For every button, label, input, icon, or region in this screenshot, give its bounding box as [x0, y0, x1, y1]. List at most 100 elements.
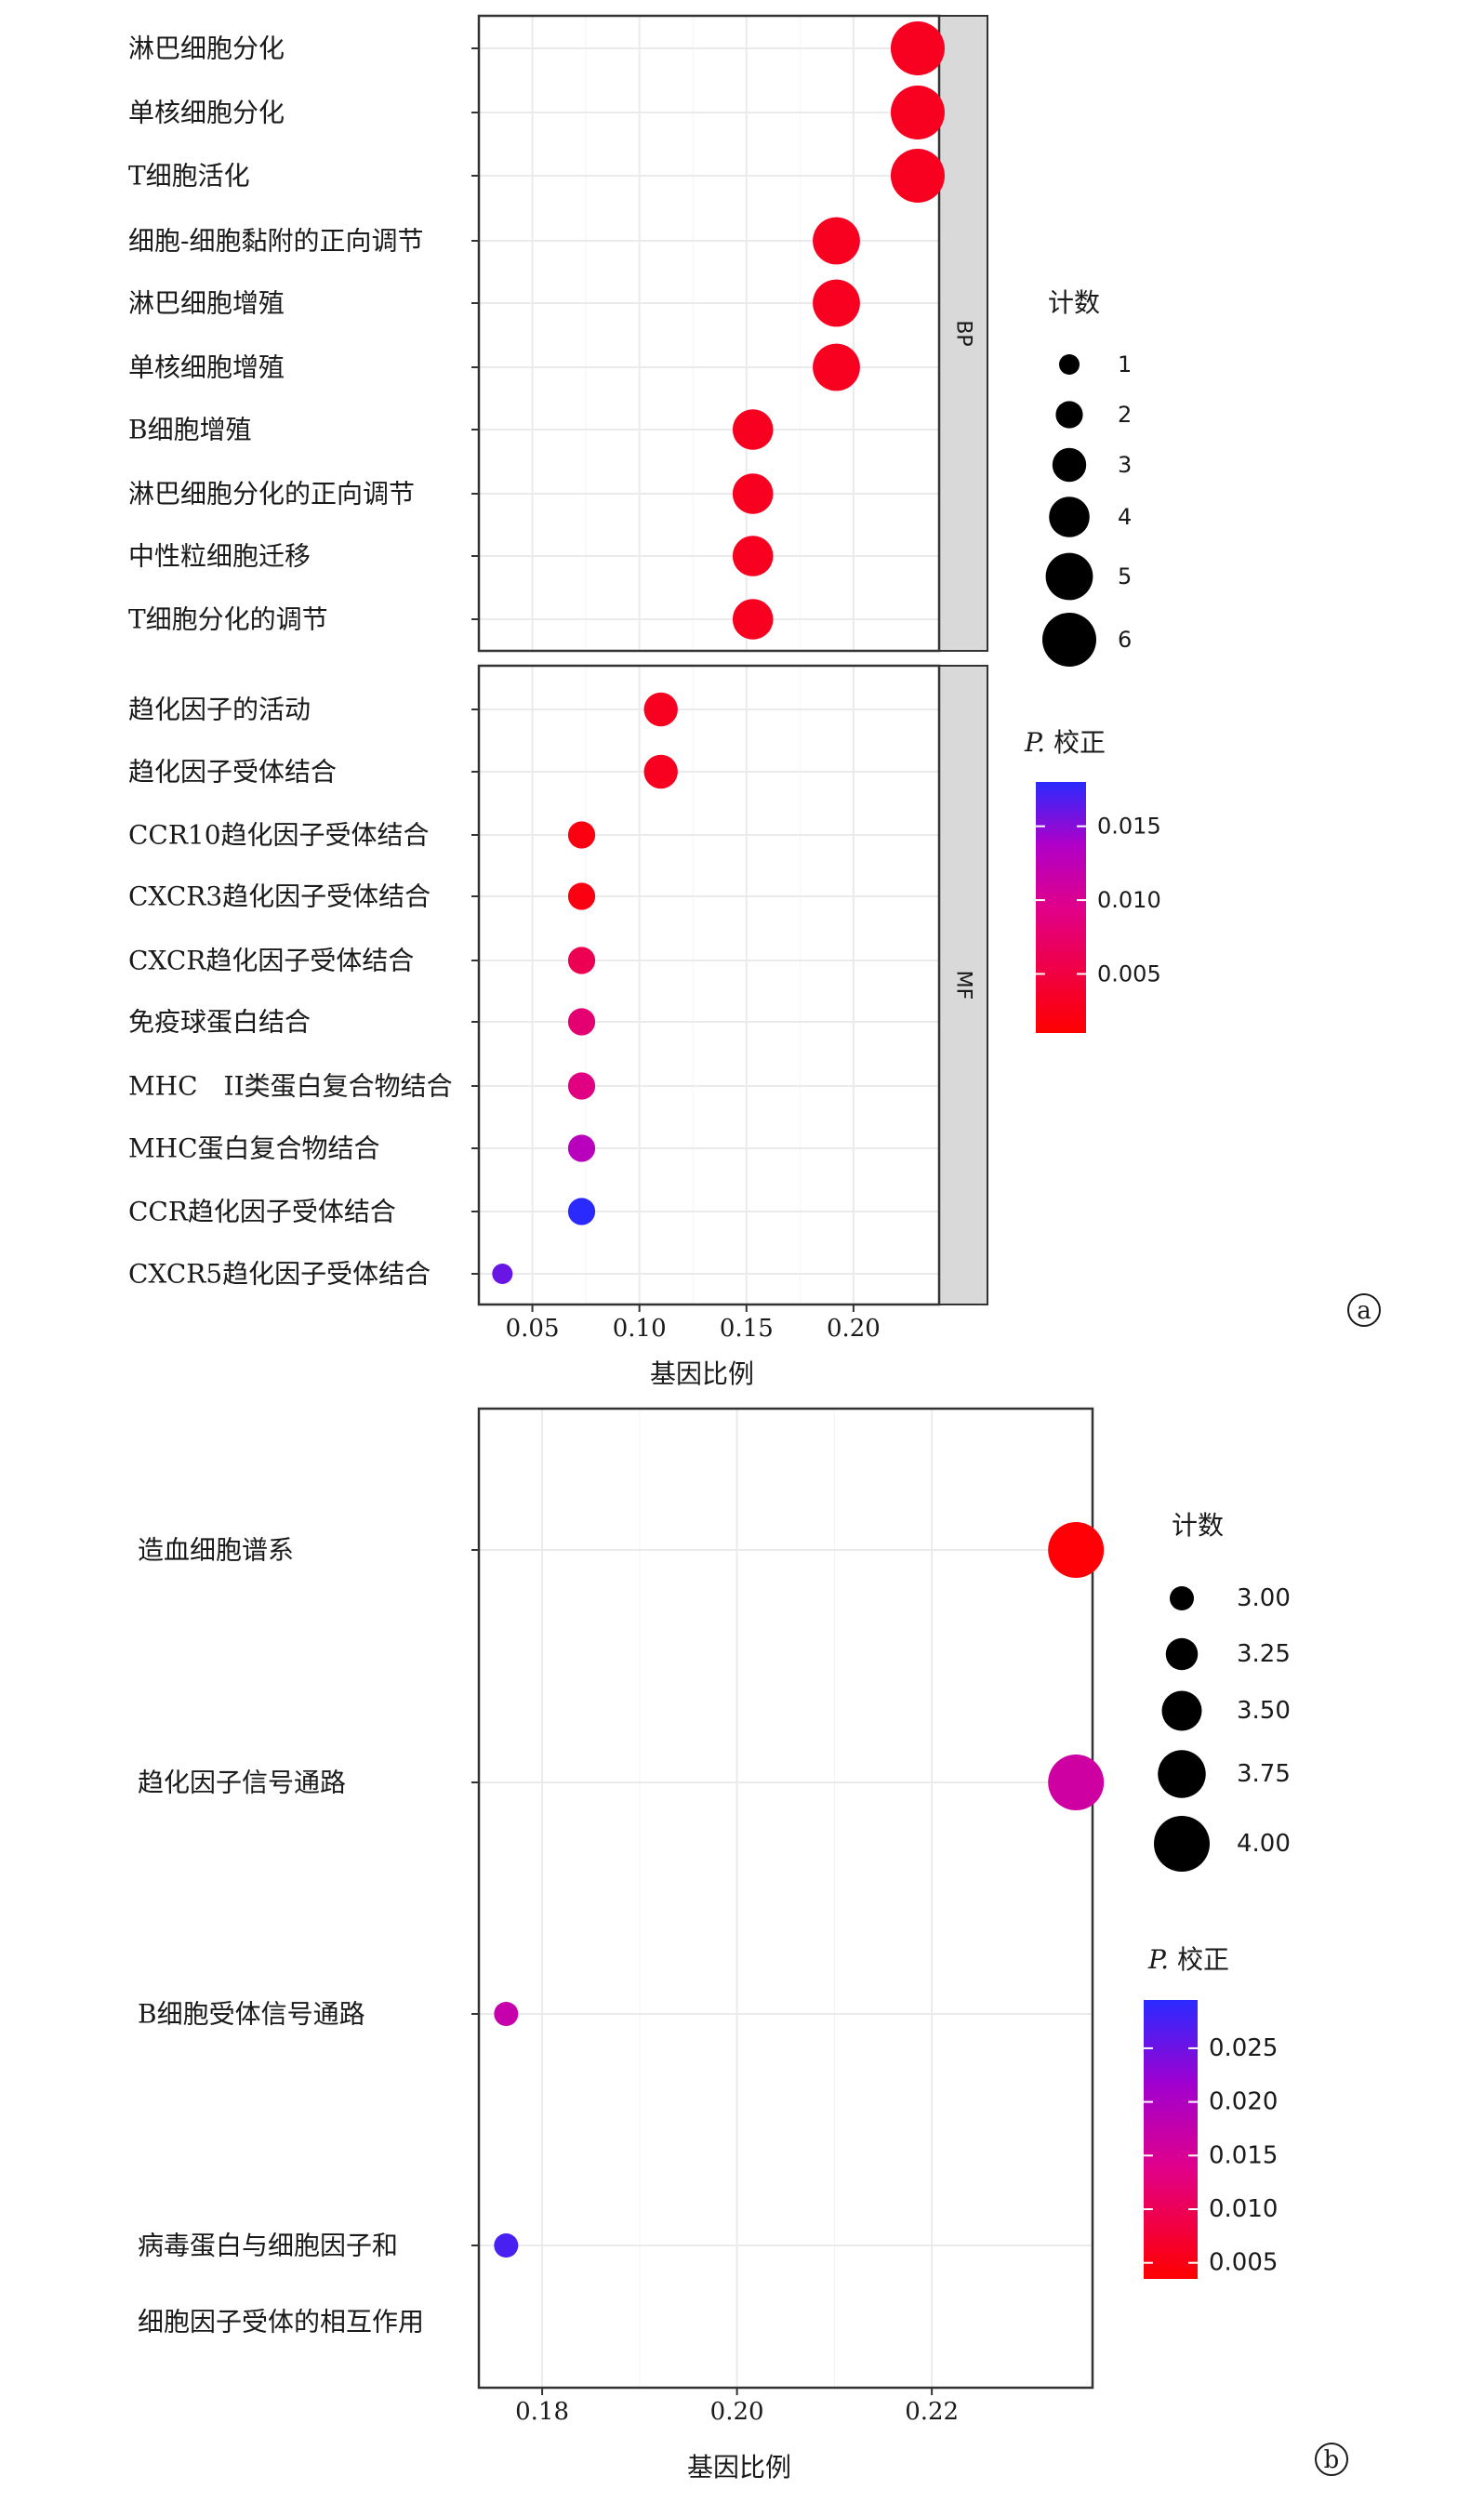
plot-area — [479, 1409, 1093, 2388]
size-legend-key — [1059, 354, 1080, 375]
y-tick-label: T细胞分化的调节 — [128, 604, 328, 635]
panel-label-circle — [1315, 2443, 1348, 2476]
color-bar-label: 0.005 — [1209, 2249, 1278, 2277]
data-point — [567, 1198, 596, 1225]
size-legend-title: 计数 — [1172, 1510, 1224, 1541]
x-axis-label: 基因比例 — [687, 2452, 791, 2483]
color-legend-title: P. 校正 — [1147, 1944, 1229, 1975]
data-point — [1048, 1522, 1105, 1578]
facet-bp: BP淋巴细胞分化单核细胞分化T细胞活化细胞-细胞黏附的正向调节淋巴细胞增殖单核细… — [128, 14, 988, 653]
y-tick-label: 病毒蛋白与细胞因子和 — [138, 2231, 398, 2261]
size-legend-key — [1158, 1750, 1206, 1798]
y-tick-label: MHC II类蛋白复合物结合 — [128, 1071, 453, 1102]
size-legend-label: 5 — [1118, 563, 1132, 589]
x-tick-label: 0.05 — [506, 1315, 560, 1343]
data-point — [732, 536, 774, 576]
data-point — [813, 279, 860, 327]
size-legend-key — [1042, 613, 1096, 667]
facet-mf: MF趋化因子的活动趋化因子受体结合CCR10趋化因子受体结合CXCR3趋化因子受… — [128, 664, 988, 1306]
y-tick-label: B细胞受体信号通路 — [138, 1999, 365, 2030]
facet-strip — [938, 665, 988, 1305]
data-point — [643, 754, 678, 789]
size-legend-key — [1170, 1586, 1194, 1610]
y-tick-label: 淋巴细胞分化的正向调节 — [128, 479, 415, 510]
color-bar-label: 0.020 — [1209, 2088, 1278, 2116]
y-tick-label: MHC蛋白复合物结合 — [128, 1133, 380, 1164]
color-bar-label: 0.005 — [1097, 960, 1161, 987]
size-legend-key — [1154, 1816, 1210, 1872]
size-legend-label: 3.50 — [1237, 1697, 1291, 1725]
data-point — [492, 1264, 513, 1284]
panel-b-plot: 造血细胞谱系趋化因子信号通路B细胞受体信号通路病毒蛋白与细胞因子和细胞因子受体的… — [138, 1407, 1105, 2426]
color-bar-label: 0.015 — [1097, 814, 1161, 840]
y-tick-label: CXCR趋化因子受体结合 — [128, 946, 414, 976]
y-tick-label: CCR10趋化因子受体结合 — [128, 820, 430, 851]
data-point — [890, 149, 945, 203]
size-legend-title: 计数 — [1048, 287, 1100, 318]
color-bar-label: 0.015 — [1209, 2141, 1278, 2169]
panel-label: a — [1357, 1297, 1371, 1325]
y-tick-label: 造血细胞谱系 — [138, 1535, 294, 1566]
size-legend-label: 3 — [1118, 452, 1132, 478]
color-legend-title: P. 校正 — [1024, 727, 1106, 758]
x-tick-label: 0.22 — [905, 2398, 959, 2426]
color-bar — [1144, 2000, 1198, 2279]
facet-frame — [477, 664, 941, 1306]
y-tick-label: 中性粒细胞迁移 — [128, 541, 311, 572]
size-legend-label: 6 — [1118, 627, 1132, 653]
size-legend-key — [1045, 552, 1093, 601]
x-tick-label: 0.15 — [720, 1315, 774, 1343]
size-legend-label: 1 — [1118, 351, 1132, 377]
data-point — [643, 692, 678, 727]
y-tick-label: 淋巴细胞分化 — [128, 33, 285, 64]
y-tick-label: T细胞活化 — [128, 161, 250, 192]
y-tick-label: 细胞因子受体的相互作用 — [138, 2307, 424, 2337]
y-tick-label: CXCR3趋化因子受体结合 — [128, 881, 431, 912]
panel-label-circle — [1347, 1293, 1381, 1327]
data-point — [890, 86, 945, 139]
x-axis-label: 基因比例 — [650, 1358, 754, 1389]
y-tick-label: 单核细胞分化 — [128, 98, 285, 128]
data-point — [494, 2233, 519, 2258]
size-legend-label: 3.75 — [1237, 1760, 1291, 1788]
data-point — [1048, 1755, 1105, 1810]
x-tick-label: 0.18 — [515, 2398, 569, 2426]
y-tick-label: 趋化因子的活动 — [128, 695, 311, 725]
size-legend-label: 4.00 — [1237, 1830, 1291, 1858]
data-point — [567, 821, 596, 849]
data-point — [567, 947, 596, 974]
data-point — [732, 599, 774, 640]
size-legend-a: 计数 1 2 3 4 5 6 — [1042, 287, 1132, 667]
panel-label: b — [1324, 2446, 1340, 2474]
data-point — [813, 343, 860, 391]
size-legend-label: 4 — [1118, 504, 1132, 530]
size-legend-key — [1052, 447, 1087, 483]
data-point — [732, 409, 774, 450]
facet-strip-label: MF — [952, 971, 975, 1000]
y-tick-label: B细胞增殖 — [128, 415, 252, 445]
color-bar-label: 0.010 — [1209, 2195, 1278, 2223]
y-tick-label: 单核细胞增殖 — [128, 352, 285, 383]
color-bar-label: 0.010 — [1097, 887, 1161, 913]
facet-strip-label: BP — [952, 320, 975, 346]
plot-frame — [477, 1407, 1094, 2390]
y-tick-label: CXCR5趋化因子受体结合 — [128, 1259, 431, 1290]
y-tick-label: CCR趋化因子受体结合 — [128, 1197, 396, 1227]
data-point — [567, 882, 596, 910]
size-legend-label: 3.00 — [1237, 1584, 1291, 1612]
size-legend-key — [1161, 1690, 1202, 1731]
size-legend-key — [1055, 401, 1083, 429]
y-tick-label: 免疫球蛋白结合 — [128, 1007, 311, 1038]
size-legend-key — [1165, 1637, 1199, 1671]
size-legend-label: 2 — [1118, 402, 1132, 428]
data-point — [567, 1134, 596, 1162]
color-legend-a: P. 校正 0.015 0.010 0.005 — [1024, 727, 1161, 1033]
data-point — [494, 2002, 519, 2026]
data-point — [890, 21, 945, 75]
y-tick-label: 淋巴细胞增殖 — [128, 288, 285, 319]
facet-frame — [477, 14, 941, 653]
facet-plot-area — [479, 666, 939, 1304]
size-legend-key — [1049, 497, 1090, 537]
